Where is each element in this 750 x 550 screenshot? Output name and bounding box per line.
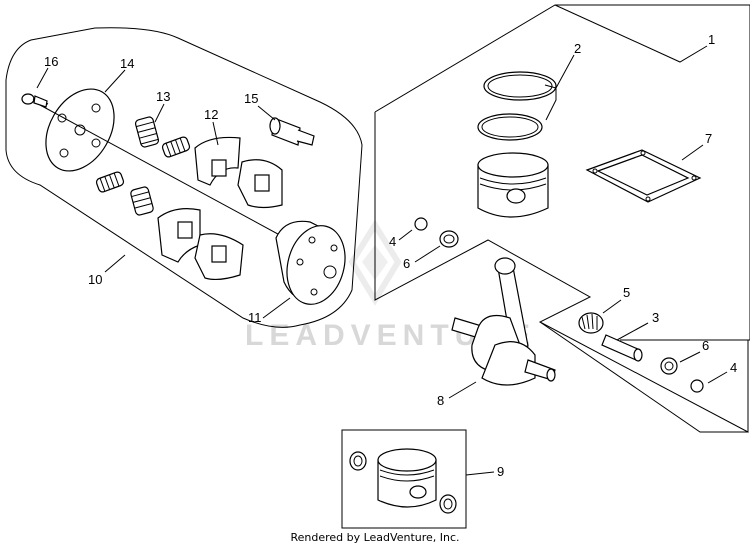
callout-7: 7 xyxy=(705,131,712,146)
leader-10 xyxy=(104,254,126,273)
piston-ring-2a xyxy=(483,71,557,101)
piston-kit-1 xyxy=(477,152,549,218)
spring-13c xyxy=(95,171,125,193)
washer-9b xyxy=(439,494,457,514)
circlip-4a xyxy=(414,217,428,231)
spring-13d xyxy=(130,186,154,216)
leader-9 xyxy=(465,471,495,476)
needle-bearing-5 xyxy=(578,312,604,334)
leader-3 xyxy=(616,322,649,341)
clutch-shoe-12a xyxy=(194,136,241,186)
leader-11 xyxy=(262,297,291,319)
spring-13b xyxy=(161,136,191,158)
leader-6b xyxy=(679,351,701,363)
kit-9-outline xyxy=(341,429,467,529)
gasket-7 xyxy=(585,149,702,203)
washer-9a xyxy=(349,451,367,471)
kit-1-outline-upper xyxy=(374,4,750,341)
bolt-15 xyxy=(269,117,315,146)
leader-4b xyxy=(707,371,728,384)
callout-11: 11 xyxy=(248,310,262,325)
leader-12 xyxy=(212,121,219,146)
clutch-hub-11 xyxy=(275,220,346,305)
callout-16: 16 xyxy=(44,54,58,69)
leader-4a xyxy=(398,229,413,241)
callout-12: 12 xyxy=(204,107,218,122)
render-credit: Rendered by LeadVenture, Inc. xyxy=(290,531,460,544)
callout-1: 1 xyxy=(708,32,715,47)
spring-13a xyxy=(134,116,160,148)
leader-1 xyxy=(554,4,708,63)
callout-5: 5 xyxy=(623,285,630,300)
clutch-axis-line xyxy=(39,104,301,247)
washer-6b xyxy=(660,357,678,375)
leader-2 xyxy=(544,54,575,121)
callout-4a: 4 xyxy=(389,234,396,249)
callout-6b: 6 xyxy=(702,338,709,353)
callout-15: 15 xyxy=(244,91,258,106)
leader-16 xyxy=(36,67,49,89)
callout-6a: 6 xyxy=(403,256,410,271)
leader-8 xyxy=(448,381,477,399)
screw-16 xyxy=(21,93,49,108)
leader-14 xyxy=(104,69,126,93)
leader-5 xyxy=(602,299,622,314)
piston-9 xyxy=(377,448,437,508)
clutch-shoe-12c xyxy=(157,208,201,263)
piston-pin-3 xyxy=(601,334,643,362)
callout-9: 9 xyxy=(497,464,504,479)
callout-14: 14 xyxy=(120,56,134,71)
crankshaft-8 xyxy=(451,257,556,386)
leader-15 xyxy=(257,105,276,121)
piston-ring-2b xyxy=(477,113,543,141)
leader-7 xyxy=(681,144,704,161)
clutch-group-outline xyxy=(5,27,363,328)
washer-6a xyxy=(439,230,459,248)
callout-3: 3 xyxy=(652,310,659,325)
callout-2: 2 xyxy=(574,41,581,56)
clutch-shoe-12d xyxy=(194,233,244,281)
clutch-shoe-12b xyxy=(237,159,283,209)
callout-13: 13 xyxy=(156,89,170,104)
kit-1-outline-side xyxy=(539,321,749,433)
circlip-4b xyxy=(690,379,704,393)
drive-plate-14 xyxy=(45,88,115,172)
callout-8: 8 xyxy=(437,393,444,408)
leader-6a xyxy=(414,245,441,263)
callout-10: 10 xyxy=(88,272,102,287)
kit-1-outline-lower xyxy=(374,112,749,433)
callout-4b: 4 xyxy=(730,360,737,375)
leader-13 xyxy=(154,103,165,123)
